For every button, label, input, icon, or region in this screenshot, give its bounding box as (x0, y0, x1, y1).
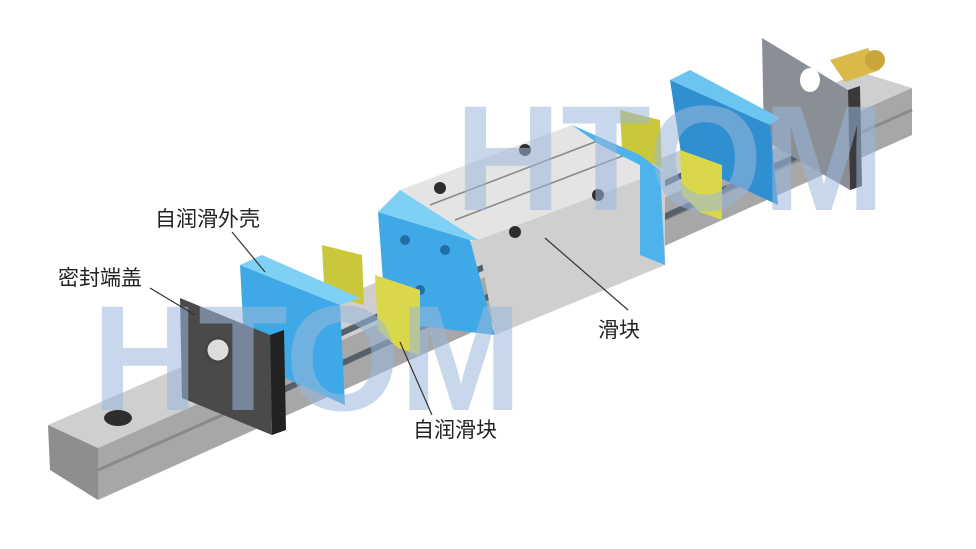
leader-seal-end-cap (149, 287, 196, 316)
self-lube-housing-right (670, 70, 780, 205)
leader-lines (149, 231, 629, 416)
grease-fitting (830, 48, 885, 82)
label-self-lube-housing: 自润滑外壳 (155, 207, 260, 231)
leader-slider-block (544, 237, 629, 311)
seal-end-cap-left (180, 298, 286, 435)
label-slider-block: 滑块 (598, 318, 640, 342)
self-lube-housing-left (240, 255, 360, 405)
watermark-text-upper: HTOM (455, 74, 885, 242)
watermark-logo: HTOM HTOM (92, 74, 885, 442)
label-self-lube-block: 自润滑块 (413, 418, 497, 442)
seal-end-cap-right (762, 38, 885, 190)
watermark-text-lower: HTOM (92, 274, 522, 442)
leader-self-lube-block (399, 341, 433, 416)
leader-self-lube-housing (231, 231, 266, 273)
label-seal-end-cap: 密封端盖 (58, 266, 142, 290)
self-lube-block-right (620, 110, 722, 220)
